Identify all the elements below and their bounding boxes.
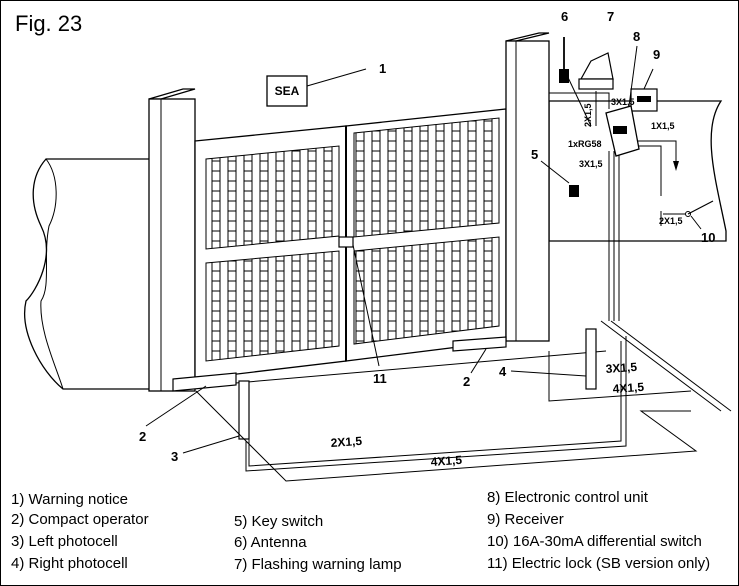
cable-label-4x15-left: 4X1,5	[430, 453, 463, 469]
callout-flashing-lamp: 7	[607, 9, 614, 24]
legend-item-antenna: 6) Antenna	[234, 534, 307, 551]
legend-item-electric-lock: 11) Electric lock (SB version only)	[487, 555, 711, 572]
left-pillar	[148, 88, 196, 392]
electric-lock	[338, 236, 354, 248]
cable-label-lamp: 2X1,5	[583, 103, 593, 127]
warning-notice-logo-text: SEA	[275, 84, 300, 98]
antenna	[559, 37, 569, 83]
flashing-warning-lamp	[578, 52, 614, 126]
callout-right-photocell: 4	[499, 364, 507, 379]
right-photocell	[585, 328, 597, 390]
compact-operator-right	[452, 336, 507, 352]
legend-item-left-photocell: 3) Left photocell	[11, 533, 118, 550]
legend-item-receiver: 9) Receiver	[487, 511, 564, 528]
compact-operator-left	[172, 372, 237, 392]
right-gate-leaf	[345, 108, 507, 362]
legend-item-compact-operator: 2) Compact operator	[11, 511, 149, 528]
left-boundary-wall	[24, 158, 162, 390]
differential-switch	[663, 200, 714, 217]
cable-label-mains: 1X1,5	[651, 121, 675, 131]
receiver	[630, 88, 658, 112]
cable-label-keyswitch: 3X1,5	[579, 159, 603, 169]
cable-label-3x15-right: 3X1,5	[605, 360, 638, 376]
legend-item-differential-switch: 10) 16A-30mA differential switch	[487, 533, 702, 550]
left-photocell	[238, 380, 250, 440]
cable-label-2x15: 2X1,5	[330, 434, 363, 450]
key-switch	[540, 160, 579, 197]
legend-item-right-photocell: 4) Right photocell	[11, 555, 128, 572]
legend-item-warning-notice: 1) Warning notice	[11, 491, 128, 508]
legend-item-key-switch: 5) Key switch	[234, 513, 324, 530]
callout-warning-notice: 1	[379, 61, 386, 76]
figure-title: Fig. 23	[15, 11, 83, 36]
cable-label-rg58: 1xRG58	[568, 139, 602, 149]
warning-notice-sign: SEA	[266, 75, 308, 107]
electronic-control-unit	[605, 105, 640, 157]
right-boundary-wall	[548, 100, 727, 242]
legend-item-flashing-lamp: 7) Flashing warning lamp	[234, 556, 402, 573]
right-pillar	[505, 32, 550, 342]
callout-control-unit: 8	[633, 29, 640, 44]
wall-conduits	[549, 92, 677, 321]
cable-label-switch-out: 2X1,5	[659, 216, 683, 226]
callout-key-switch: 5	[531, 147, 538, 162]
left-wall-edge	[40, 158, 64, 390]
cable-label-4x15-right: 4X1,5	[612, 380, 645, 396]
callout-compact-operator-right: 2	[463, 374, 470, 389]
left-gate-leaf	[194, 125, 347, 380]
callout-electric-lock: 11	[373, 371, 387, 386]
ground-cable-runs	[195, 336, 698, 482]
legend-item-control-unit: 8) Electronic control unit	[487, 489, 648, 506]
callout-left-photocell: 3	[171, 449, 178, 464]
callout-differential-switch: 10	[701, 230, 715, 245]
callout-receiver: 9	[653, 47, 660, 62]
callout-antenna: 6	[561, 9, 568, 24]
callout-compact-operator-left: 2	[139, 429, 146, 444]
cable-label-receiver: 3X1,5	[611, 97, 635, 107]
